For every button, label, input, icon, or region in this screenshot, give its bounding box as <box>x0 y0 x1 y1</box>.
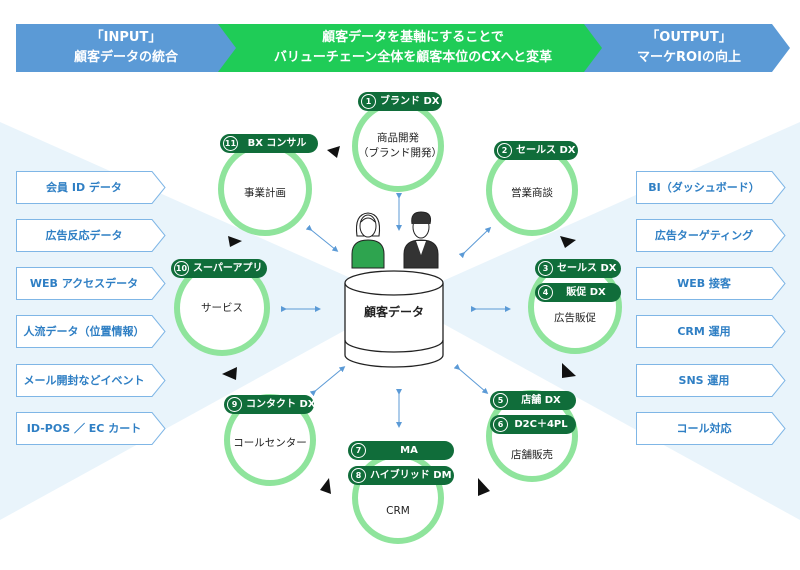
double-arrow-lines <box>281 193 511 428</box>
output-banner-title: 「OUTPUT」 <box>646 30 732 45</box>
node-sublabel: （ブランド開発） <box>358 147 442 159</box>
output-item-bi: BI（ダッシュボード） <box>636 171 786 204</box>
input-item-email-events: メール開封などイベント <box>16 364 166 397</box>
node-label: サービス <box>201 302 243 314</box>
output-item-web-service: WEB 接客 <box>636 267 786 300</box>
node-label: 営業商談 <box>511 187 553 199</box>
center-banner-text: 顧客データを基軸にすることで バリューチェーン全体を顧客本位のCXへと変革 <box>240 28 586 68</box>
center-banner-line1: 顧客データを基軸にすることで <box>322 30 504 45</box>
output-item-sns: SNS 運用 <box>636 364 786 397</box>
output-item-call: コール対応 <box>636 412 786 445</box>
center-database-label: 顧客データ <box>363 305 424 319</box>
node-label: 店舗販売 <box>511 449 553 461</box>
node-label: CRM <box>386 505 410 517</box>
input-banner-text: 「INPUT」 顧客データの統合 <box>16 28 236 68</box>
input-banner-subtitle: 顧客データの統合 <box>73 50 178 65</box>
input-item-ad-response: 広告反応データ <box>16 219 166 252</box>
node-business-plan: 事業計画 <box>218 142 312 236</box>
output-item-ad-targeting: 広告ターゲティング <box>636 219 786 252</box>
input-item-people-flow: 人流データ（位置情報） <box>16 315 166 348</box>
node-label: 商品開発 <box>377 132 419 144</box>
input-item-member-id: 会員 ID データ <box>16 171 166 204</box>
database-icon <box>344 270 444 368</box>
cycle-arrowheads <box>222 146 576 496</box>
input-item-id-pos: ID-POS ／ EC カート <box>16 412 166 445</box>
people-icon <box>351 211 439 269</box>
center-banner-line2: バリューチェーン全体を顧客本位のCXへと変革 <box>273 50 553 65</box>
output-banner-subtitle: マーケROIの向上 <box>637 50 741 65</box>
input-item-web-access: WEB アクセスデータ <box>16 267 166 300</box>
node-label: 広告販促 <box>554 312 596 324</box>
output-item-crm: CRM 運用 <box>636 315 786 348</box>
node-product-dev: 商品開発 （ブランド開発） <box>352 100 444 192</box>
output-banner-text: 「OUTPUT」 マーケROIの向上 <box>600 28 778 68</box>
node-label: 事業計画 <box>244 187 286 199</box>
node-label: コールセンター <box>233 437 307 449</box>
input-banner-title: 「INPUT」 <box>90 30 162 45</box>
header-banner: 「INPUT」 顧客データの統合 顧客データを基軸にすることで バリューチェーン… <box>0 0 800 80</box>
